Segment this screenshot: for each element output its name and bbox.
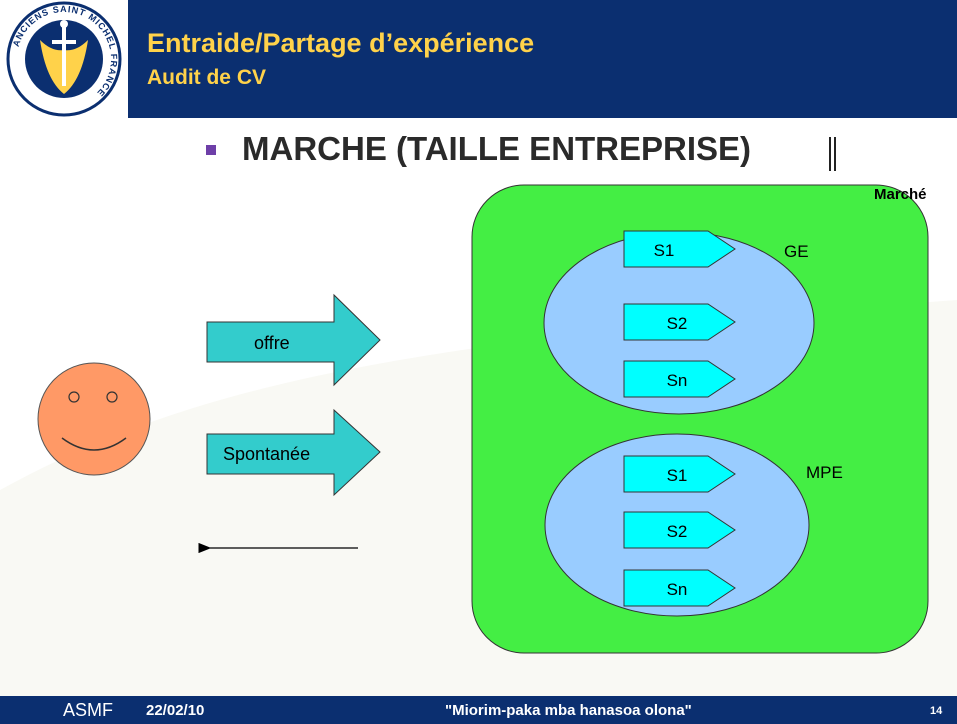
group-mpe-label: MPE bbox=[806, 463, 843, 482]
footer-bar: ASMF 22/02/10 "Miorim-paka mba hanasoa o… bbox=[0, 696, 957, 724]
footer-org: ASMF bbox=[63, 700, 114, 720]
segment-ge-s2: S2 bbox=[623, 303, 736, 341]
segment-ge-sn: Sn bbox=[623, 360, 736, 398]
segment-mpe-sn: Sn bbox=[623, 569, 736, 607]
group-ge-label: GE bbox=[784, 242, 809, 261]
page-title: Entraide/Partage d’expérience bbox=[147, 28, 535, 58]
footer-date: 22/02/10 bbox=[146, 702, 205, 719]
arrow-offre-label: offre bbox=[254, 333, 290, 353]
segment-mpe-s1-label: S1 bbox=[667, 466, 688, 485]
smiley-right-eye bbox=[106, 391, 118, 403]
text-cursor-icon bbox=[829, 137, 836, 171]
page-subtitle: Audit de CV bbox=[147, 66, 266, 89]
smiley-face bbox=[37, 362, 151, 476]
smiley-mouth bbox=[61, 437, 127, 451]
footer-page-number: 14 bbox=[930, 705, 943, 717]
segment-mpe-s2: S2 bbox=[623, 511, 736, 549]
segment-ge-sn-label: Sn bbox=[667, 371, 688, 390]
market-label: Marché bbox=[874, 186, 927, 203]
arrow-spontanee-label: Spontanée bbox=[223, 444, 310, 464]
diagram: offre Spontanée Marché GE S1 S2 Sn MPE bbox=[0, 184, 957, 696]
header-bar: ANCIENS SAINT MICHEL FRANCE Entraide/Par… bbox=[0, 0, 957, 118]
segment-ge-s1: S1 bbox=[623, 230, 736, 268]
footer-quote: "Miorim-paka mba hanasoa olona" bbox=[445, 702, 692, 719]
slide-heading: MARCHE (TAILLE ENTREPRISE) bbox=[242, 130, 752, 167]
logo: ANCIENS SAINT MICHEL FRANCE bbox=[0, 0, 128, 118]
asmf-seal-icon: ANCIENS SAINT MICHEL FRANCE bbox=[6, 1, 122, 117]
segment-ge-s1-label: S1 bbox=[654, 241, 675, 260]
segment-mpe-sn-label: Sn bbox=[667, 580, 688, 599]
bullet-square-icon bbox=[206, 145, 216, 155]
segment-mpe-s1: S1 bbox=[623, 455, 736, 493]
smiley-left-eye bbox=[68, 391, 80, 403]
arrow-offre: offre bbox=[206, 293, 381, 387]
segment-mpe-s2-label: S2 bbox=[667, 522, 688, 541]
segment-ge-s2-label: S2 bbox=[667, 314, 688, 333]
arrow-spontanee: Spontanée bbox=[206, 408, 381, 497]
